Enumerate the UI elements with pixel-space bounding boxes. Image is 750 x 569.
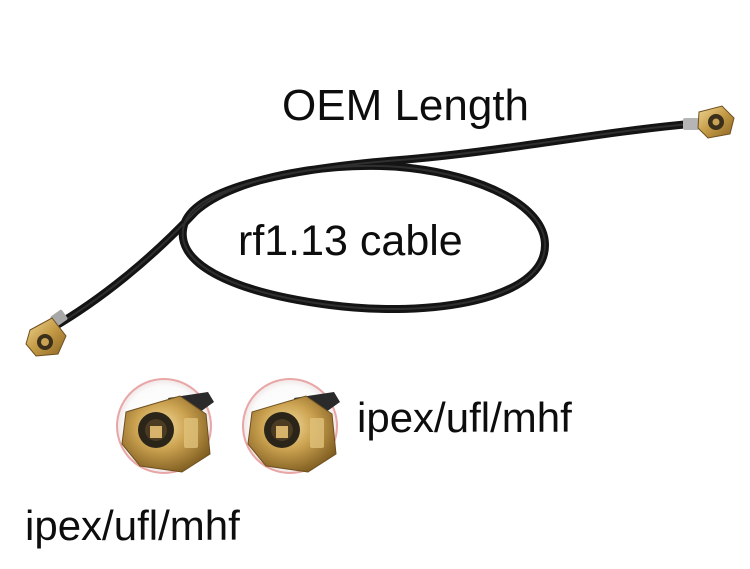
connector-closeup-1 <box>116 378 214 474</box>
connector-left <box>25 309 68 357</box>
oem-length-label: OEM Length <box>282 81 530 130</box>
connector-type-label-bottom: ipex/ufl/mhf <box>25 502 240 549</box>
connector-type-label-right: ipex/ufl/mhf <box>357 394 572 441</box>
connector-closeup-2 <box>242 378 340 474</box>
connector-right <box>683 105 735 139</box>
cable <box>48 120 694 332</box>
cable-type-label: rf1.13 cable <box>238 217 463 265</box>
